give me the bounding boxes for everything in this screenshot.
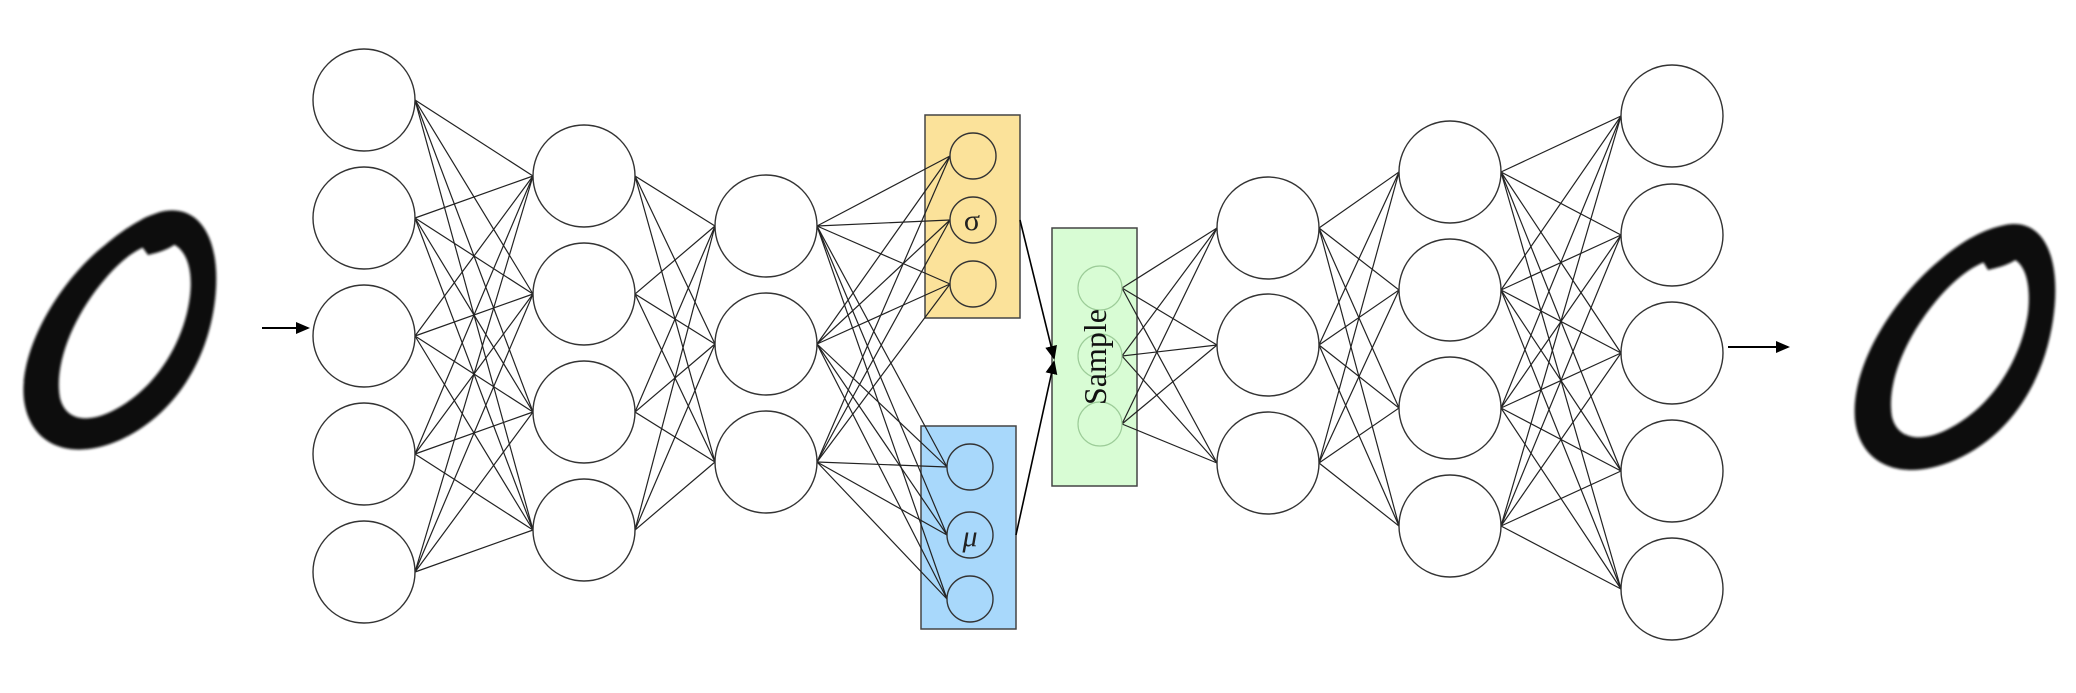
connection-line (1500, 115, 1622, 527)
connection-line (816, 343, 948, 536)
encoder-hidden-node (714, 292, 818, 396)
connection-line (1318, 171, 1400, 464)
connection-line (414, 175, 534, 573)
connection-line (1121, 423, 1218, 464)
connection-line (816, 461, 948, 536)
connection-line (1121, 287, 1218, 464)
connection-line (1318, 407, 1400, 464)
encoder-hidden-node (532, 242, 636, 346)
connection-line (1500, 115, 1622, 409)
sigma-label: σ (964, 204, 980, 237)
connection-line (816, 343, 948, 600)
encoder-hidden-node (714, 174, 818, 278)
decoder-hidden-node (1398, 474, 1502, 578)
connection-line (1500, 115, 1622, 173)
connection-line (816, 219, 951, 227)
connection-line (816, 225, 951, 285)
connection-line (816, 155, 951, 345)
encoder-input-node (312, 284, 416, 388)
connection-line (1500, 470, 1622, 527)
connection-line (1318, 289, 1400, 464)
mu-node (946, 443, 994, 491)
mu-label: μ (961, 520, 977, 553)
connection-line (634, 225, 716, 531)
latent-to-sample-arrow (1015, 360, 1058, 536)
decoder-output-node (1620, 537, 1724, 641)
connection-line (414, 293, 534, 573)
connection-line (816, 225, 948, 536)
decoder-hidden-node (1216, 411, 1320, 515)
sigma-node (949, 132, 997, 180)
connection-line (1121, 227, 1218, 425)
connection-line (816, 219, 951, 345)
connection-line (414, 175, 534, 455)
encoder-hidden-node (532, 124, 636, 228)
neurons (312, 48, 1724, 641)
sample-node (1077, 265, 1123, 311)
connection-line (1318, 171, 1400, 229)
encoder-hidden-node (714, 410, 818, 514)
connection-line (1500, 525, 1622, 590)
decoder-output-node (1620, 301, 1724, 405)
connection-line (414, 411, 534, 573)
mu-node (946, 511, 994, 559)
connection-line (1500, 115, 1622, 291)
connection-line (816, 225, 948, 468)
connection-line (816, 155, 951, 463)
connection-line (1318, 462, 1400, 527)
connection-line (816, 225, 948, 600)
connection-line (634, 461, 716, 531)
decoder-hidden-node (1216, 293, 1320, 397)
encoder-input-node (312, 48, 416, 152)
connection-line (1121, 344, 1218, 357)
connection-line (816, 283, 951, 463)
sample-node (1077, 333, 1123, 379)
sample-node (1077, 401, 1123, 447)
mu-node (946, 575, 994, 623)
decoder-hidden-node (1398, 238, 1502, 342)
connection-line (414, 175, 534, 219)
encoder-input-node (312, 166, 416, 270)
connection-line (634, 225, 716, 295)
connections (414, 99, 1622, 600)
connection-line (1500, 234, 1622, 527)
connection-line (816, 461, 948, 468)
connection-line (1121, 287, 1218, 346)
connection-line (634, 225, 716, 413)
connection-line (1121, 227, 1218, 289)
connection-line (1121, 344, 1218, 425)
connection-line (816, 219, 951, 463)
decoder-hidden-node (1398, 356, 1502, 460)
encoder-input-node (312, 402, 416, 506)
connection-line (1500, 352, 1622, 527)
connection-line (414, 99, 534, 177)
sigma-node (949, 260, 997, 308)
encoder-hidden-node (532, 360, 636, 464)
connection-line (634, 175, 716, 227)
connection-line (1121, 227, 1218, 357)
sigma-node (949, 196, 997, 244)
input-digit-image (23, 210, 217, 450)
encoder-input-node (312, 520, 416, 624)
connection-line (634, 343, 716, 531)
decoder-output-node (1620, 419, 1724, 523)
encoder-hidden-node (532, 478, 636, 582)
connection-line (816, 461, 948, 600)
connection-line (414, 175, 534, 337)
decoder-hidden-node (1398, 120, 1502, 224)
connection-line (816, 155, 951, 227)
connection-line (816, 283, 951, 345)
decoder-output-node (1620, 64, 1724, 168)
connection-line (1121, 355, 1218, 464)
sample-label: Sample (1077, 309, 1113, 405)
connection-line (1318, 171, 1400, 346)
output-digit-image (1854, 224, 2056, 471)
connection-line (414, 529, 534, 573)
decoder-output-node (1620, 183, 1724, 287)
connection-line (816, 343, 948, 468)
latent-to-sample-arrow (1019, 219, 1057, 360)
decoder-hidden-node (1216, 176, 1320, 280)
